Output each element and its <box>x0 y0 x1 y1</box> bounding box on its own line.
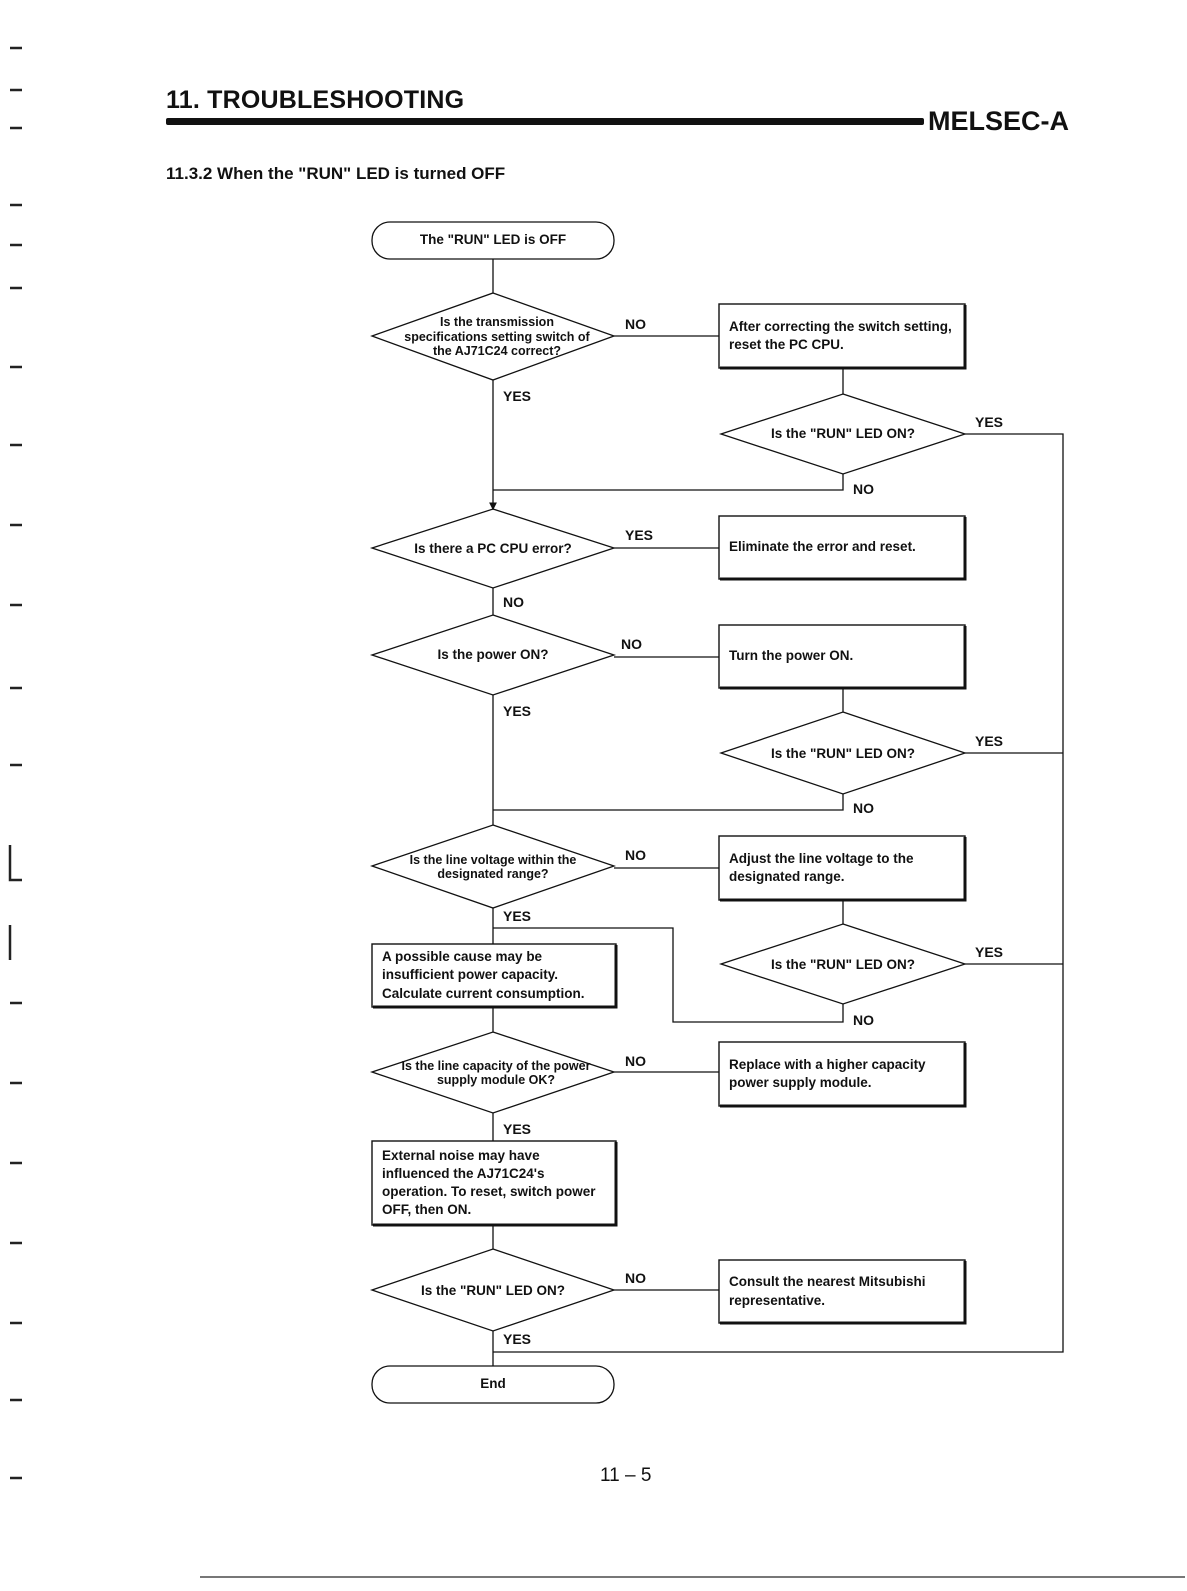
label-yes: YES <box>503 1121 532 1137</box>
label-yes: YES <box>975 414 1004 430</box>
action-external-noise: External noise may have influenced the A… <box>382 1147 596 1218</box>
action-turn-power-on: Turn the power ON. <box>729 648 854 664</box>
action-replace-module: Replace with a higher capacity power sup… <box>729 1056 926 1090</box>
label-no: NO <box>503 594 524 610</box>
action-adjust-voltage: Adjust the line voltage to the designate… <box>729 850 914 884</box>
label-no: NO <box>625 1270 646 1286</box>
decision-switch-setting: Is the transmission specifications setti… <box>404 315 590 359</box>
end-terminator: End <box>480 1376 506 1392</box>
label-no: NO <box>853 1012 874 1028</box>
decision-run-led-1: Is the "RUN" LED ON? <box>770 425 916 441</box>
action-eliminate-error: Eliminate the error and reset. <box>729 539 916 555</box>
binding-marks <box>8 46 22 1480</box>
action-power-capacity: A possible cause may be insufficient pow… <box>382 949 585 1001</box>
bottom-rule <box>200 1576 1185 1578</box>
decision-cpu-error: Is there a PC CPU error? <box>414 540 572 556</box>
brand-label: MELSEC-A <box>928 106 1069 136</box>
header-rule <box>166 118 924 125</box>
label-no: NO <box>625 1053 646 1069</box>
label-no: NO <box>625 316 646 332</box>
decision-line-capacity: Is the line capacity of the power supply… <box>401 1058 591 1087</box>
decision-run-led-2: Is the "RUN" LED ON? <box>770 745 916 761</box>
decision-line-voltage: Is the line voltage within the designate… <box>409 852 577 881</box>
label-no: NO <box>621 636 642 652</box>
label-yes: YES <box>503 1331 532 1347</box>
chapter-title: 11. TROUBLESHOOTING <box>166 86 465 114</box>
action-reset-cpu: After correcting the switch setting, res… <box>729 318 952 352</box>
page-number: 11 – 5 <box>600 1465 652 1486</box>
action-consult: Consult the nearest Mitsubishi represent… <box>729 1274 926 1308</box>
label-yes: YES <box>975 733 1004 749</box>
start-terminator: The "RUN" LED is OFF <box>419 232 567 248</box>
label-yes: YES <box>975 944 1004 960</box>
label-no: NO <box>853 481 874 497</box>
decision-run-led-4: Is the "RUN" LED ON? <box>420 1282 566 1298</box>
label-yes: YES <box>625 527 654 543</box>
label-yes: YES <box>503 908 532 924</box>
label-yes: YES <box>503 388 532 404</box>
label-no: NO <box>625 847 646 863</box>
section-title: 11.3.2 When the "RUN" LED is turned OFF <box>166 164 506 183</box>
label-no: NO <box>853 800 874 816</box>
decision-run-led-3: Is the "RUN" LED ON? <box>770 956 916 972</box>
label-yes: YES <box>503 703 532 719</box>
decision-power-on: Is the power ON? <box>437 646 549 662</box>
